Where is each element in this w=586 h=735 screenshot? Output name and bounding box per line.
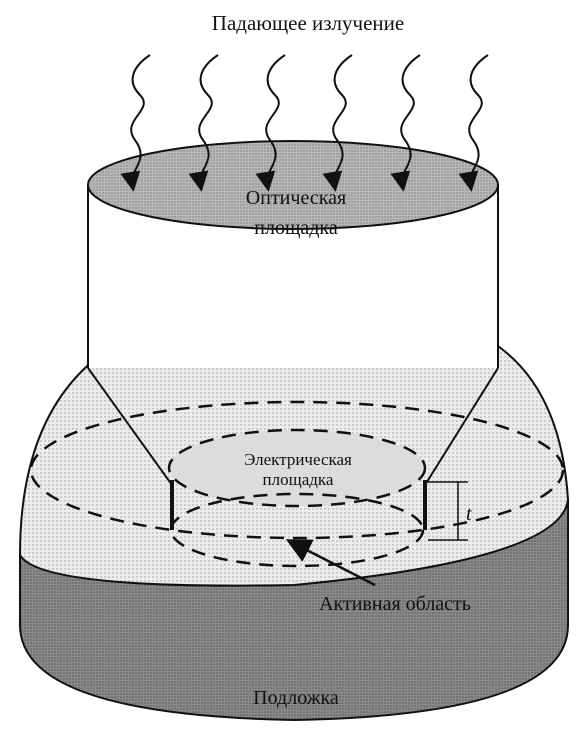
optical-pad: [88, 141, 498, 229]
active-region-label: Активная область: [319, 593, 471, 615]
incident-radiation-label: Падающее излучение: [212, 11, 404, 35]
thickness-label: t: [466, 503, 472, 525]
substrate-label: Подложка: [253, 687, 339, 709]
optical-pad-label-line1: Оптическая: [246, 187, 346, 209]
electrical-pad-label-line1: Электрическая: [244, 450, 352, 469]
electrical-pad-label-line2: площадка: [263, 470, 334, 489]
optical-pad-label-line2: площадка: [254, 217, 338, 239]
